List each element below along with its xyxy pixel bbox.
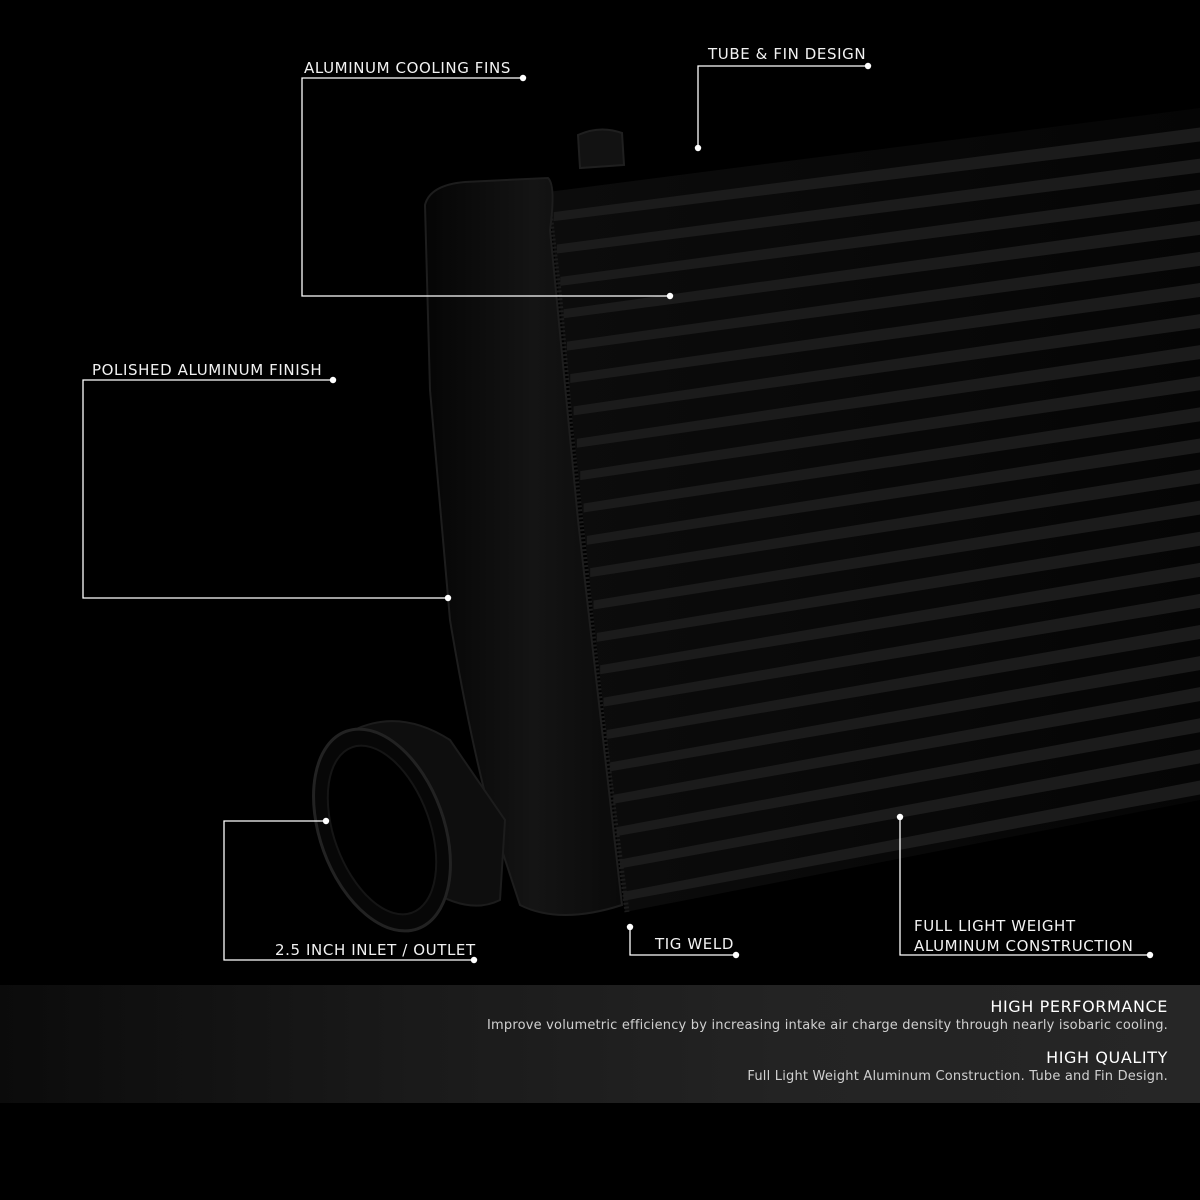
callout-construction-line2: ALUMINUM CONSTRUCTION — [914, 937, 1134, 955]
callout-inlet-outlet: 2.5 INCH INLET / OUTLET — [275, 941, 476, 959]
feature-high-quality: HIGH QUALITY Full Light Weight Aluminum … — [747, 1048, 1168, 1086]
end-tank — [423, 176, 624, 916]
feature-description: Full Light Weight Aluminum Construction.… — [747, 1069, 1168, 1084]
tube-bar — [596, 531, 1200, 642]
tube-bar — [573, 314, 1200, 416]
intercooler-tubes — [553, 127, 1200, 901]
tig-weld-seam — [545, 194, 630, 913]
tube-bar — [576, 345, 1200, 448]
callout-tube-fin-design: TUBE & FIN DESIGN — [708, 45, 867, 63]
tube-bar — [600, 562, 1200, 675]
tube-bar — [606, 625, 1200, 739]
feature-title: HIGH PERFORMANCE — [990, 997, 1168, 1016]
tube-bar — [613, 687, 1200, 804]
tube-bar — [566, 251, 1200, 351]
top-bung — [576, 128, 626, 170]
tube-bar — [593, 500, 1200, 610]
tube-bar — [560, 189, 1200, 286]
callout-dots — [322, 62, 1154, 964]
tig-weld-leader — [629, 927, 736, 956]
tube-bar — [586, 438, 1200, 545]
feature-title: HIGH QUALITY — [1046, 1048, 1168, 1067]
callout-polished-finish: POLISHED ALUMINUM FINISH — [92, 361, 323, 379]
tube-bar — [556, 158, 1200, 254]
feature-info-band: HIGH PERFORMANCE Improve volumetric effi… — [0, 985, 1200, 1103]
callout-construction-line1: FULL LIGHT WEIGHT — [914, 917, 1076, 935]
callout-construction: FULL LIGHT WEIGHT ALUMINUM CONSTRUCTION — [914, 916, 1133, 956]
tube-bar — [580, 376, 1200, 481]
construction-leader — [899, 817, 1150, 956]
tube-bar — [570, 283, 1200, 383]
tube-bar — [553, 127, 1200, 222]
tube-fin-leader — [697, 65, 868, 148]
callout-lines — [82, 65, 1150, 961]
polished-finish-leader — [82, 379, 448, 599]
tube-bar — [610, 656, 1200, 772]
inlet-leader — [223, 820, 474, 961]
inlet-pipe — [312, 720, 507, 933]
tube-bar — [583, 407, 1200, 513]
feature-high-performance: HIGH PERFORMANCE Improve volumetric effi… — [487, 997, 1168, 1035]
tube-bar — [603, 593, 1200, 707]
tube-bar — [590, 469, 1200, 578]
tube-bar — [623, 780, 1200, 901]
callout-tig-weld: TIG WELD — [655, 935, 734, 953]
tube-bar — [616, 718, 1200, 837]
cooling-fins-leader — [301, 77, 670, 297]
tube-bar — [620, 749, 1200, 869]
feature-description: Improve volumetric efficiency by increas… — [486, 1018, 1168, 1033]
callout-cooling-fins: ALUMINUM COOLING FINS — [304, 59, 511, 77]
tube-bar — [563, 220, 1200, 319]
